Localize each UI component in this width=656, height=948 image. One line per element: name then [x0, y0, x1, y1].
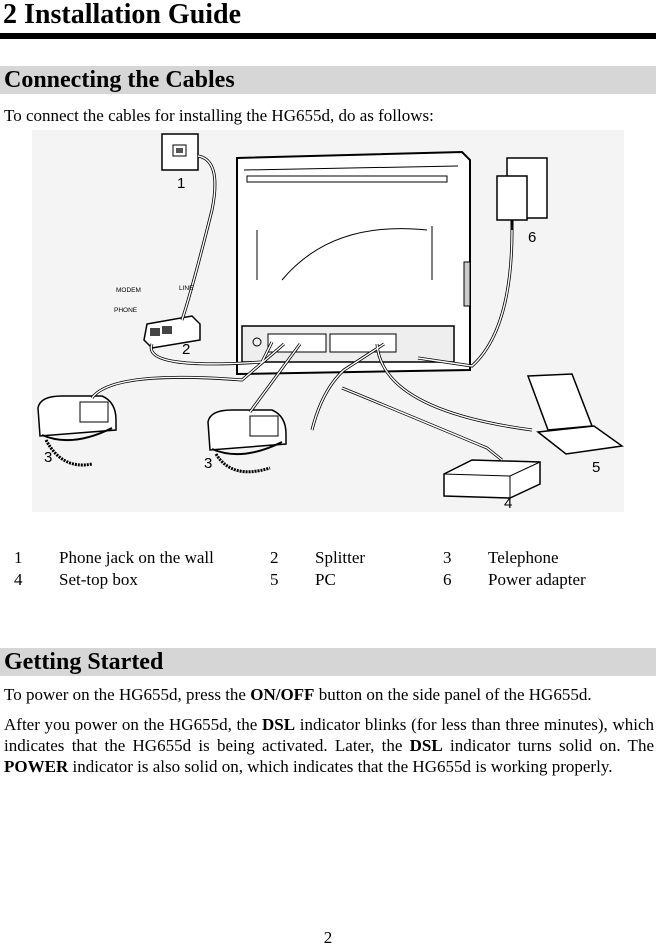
telephone-right-icon	[207, 409, 287, 474]
legend-num: 3	[443, 548, 452, 567]
legend-text: Power adapter	[488, 570, 586, 589]
section-title-getting-started: Getting Started	[4, 649, 164, 675]
legend-num: 6	[443, 570, 452, 589]
callout-1: 1	[177, 175, 185, 192]
section-bar-getting-started	[0, 648, 656, 676]
legend-num: 5	[270, 570, 279, 589]
legend-row: 4 Set-top box 5 PC 6 Power adapter	[0, 570, 656, 592]
callout-2: 2	[182, 341, 190, 358]
wall-jack-icon	[161, 133, 199, 171]
legend-num: 1	[14, 548, 23, 567]
callout-4: 4	[504, 495, 512, 512]
legend-text: Splitter	[315, 548, 366, 567]
splitter-icon	[143, 315, 201, 349]
intro-text: To connect the cables for installing the…	[4, 106, 434, 125]
heading-rule	[0, 33, 656, 39]
legend-num: 4	[14, 570, 23, 589]
legend-text: Set-top box	[59, 570, 138, 589]
set-top-box-icon	[443, 459, 541, 499]
legend-num: 2	[270, 548, 279, 567]
label-modem: MODEM	[116, 287, 141, 294]
label-line: LINE	[179, 285, 194, 292]
callout-6: 6	[528, 229, 536, 246]
installation-diagram: MODEM LINE PHONE 1 2 3 3 4 5 6	[32, 130, 624, 512]
section-title-cables: Connecting the Cables	[4, 67, 235, 93]
telephone-left-icon	[37, 395, 117, 467]
callout-3a: 3	[44, 449, 52, 466]
page-number: 2	[323, 928, 333, 947]
legend-text: PC	[315, 570, 336, 589]
legend-text: Phone jack on the wall	[59, 548, 214, 567]
legend-row: 1 Phone jack on the wall 2 Splitter 3 Te…	[0, 548, 656, 570]
callout-3b: 3	[204, 455, 212, 472]
page-heading: 2 Installation Guide	[3, 0, 242, 30]
section-bar-cables	[0, 66, 656, 94]
label-phone: PHONE	[114, 307, 138, 314]
power-adapter-icon	[496, 157, 548, 230]
paragraph-indicators: After you power on the HG655d, the DSL i…	[4, 715, 654, 776]
laptop-icon	[526, 373, 624, 455]
router-icon	[236, 150, 471, 376]
paragraph-power-on: To power on the HG655d, press the ON/OFF…	[4, 685, 592, 704]
callout-5: 5	[592, 459, 600, 476]
figure-legend: 1 Phone jack on the wall 2 Splitter 3 Te…	[0, 548, 656, 592]
legend-text: Telephone	[488, 548, 559, 567]
